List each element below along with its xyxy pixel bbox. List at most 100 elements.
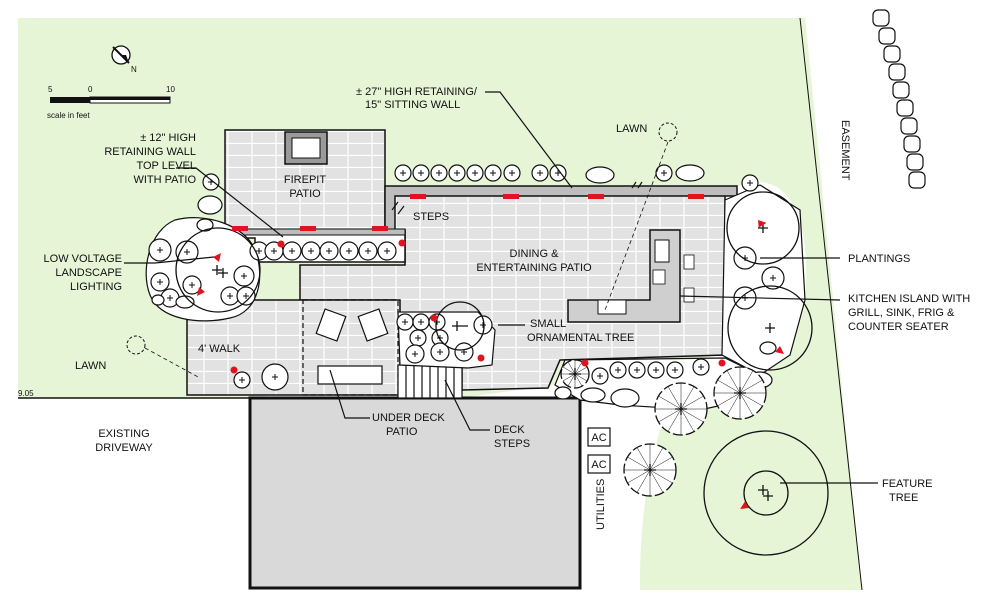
lawn-tree-marker-top <box>658 122 678 142</box>
shrub-center <box>597 373 603 379</box>
boulder <box>151 294 165 306</box>
shrub <box>412 164 430 182</box>
shrub <box>733 246 757 270</box>
shrub-center <box>415 335 421 341</box>
shrub <box>454 342 474 362</box>
tree-branches <box>624 444 676 496</box>
label-retaining-12-line1: ± 12" HIGH <box>140 132 196 144</box>
counter-seat-3 <box>652 269 666 285</box>
stepping-stone <box>878 27 896 45</box>
counter-seat-2 <box>683 287 695 303</box>
label-ac-2: AC <box>591 459 606 471</box>
shrub-center <box>509 170 515 176</box>
shrub-center <box>770 275 776 281</box>
label-plantings: PLANTINGS <box>848 253 910 265</box>
shrub-center <box>661 170 667 176</box>
boulder <box>554 386 572 400</box>
shrub-center <box>241 273 247 279</box>
ac-unit-1 <box>587 427 611 447</box>
path-light <box>398 239 406 247</box>
shrub <box>466 164 484 182</box>
tree-east-2 <box>727 285 813 371</box>
path-light <box>581 359 589 367</box>
shrub <box>655 164 673 182</box>
label-feature-line2: TREE <box>889 492 918 504</box>
label-firepit-line2: PATIO <box>289 188 321 200</box>
shrub <box>377 241 397 261</box>
wall-light <box>372 226 388 231</box>
tree-trunk <box>734 387 746 399</box>
deciduous-tree <box>623 443 677 497</box>
shrub <box>741 174 759 192</box>
shrub <box>339 241 359 261</box>
label-retaining-12-line3: TOP LEVEL <box>136 160 196 172</box>
label-steps: STEPS <box>413 211 449 223</box>
grill <box>597 299 627 315</box>
path-light <box>230 366 238 374</box>
feature-tree <box>703 430 829 556</box>
wall-light <box>300 226 316 231</box>
shrub-center <box>555 170 561 176</box>
shrub-center <box>454 170 460 176</box>
stepping-stone <box>892 81 910 99</box>
wall-light <box>232 226 248 231</box>
deciduous-tree <box>654 382 708 436</box>
shrub-center <box>157 279 163 285</box>
scale-bar: 5 0 10 scale in feet <box>47 85 175 120</box>
shrub-center <box>157 247 163 253</box>
lawn-tree-marker-left <box>126 335 146 355</box>
shrub-center <box>243 293 249 299</box>
label-utilities: UTILITIES <box>595 479 607 530</box>
label-walk: 4' WALK <box>198 343 241 355</box>
label-lighting-line1: LOW VOLTAGE <box>44 253 122 265</box>
path-light <box>718 359 726 367</box>
shrub <box>358 241 378 261</box>
stepping-stone <box>900 117 918 135</box>
up-light <box>197 287 205 296</box>
label-lighting-line2: LANDSCAPE <box>55 267 122 279</box>
label-kitchen-line3: COUNTER SEATER <box>848 321 949 333</box>
shrub-center <box>472 170 478 176</box>
shrub <box>220 286 240 306</box>
patio-steps <box>391 181 643 215</box>
spiky-trees <box>560 359 767 497</box>
shrub-center <box>167 295 173 301</box>
shrub <box>666 361 684 379</box>
shrub-center <box>615 367 621 373</box>
shrub-center <box>384 248 390 254</box>
stepping-stone <box>896 99 914 117</box>
boulder <box>610 388 640 408</box>
path-light <box>477 354 485 362</box>
shrub-center <box>537 170 543 176</box>
sightline-left <box>144 347 201 379</box>
lawn-area-east <box>640 18 862 590</box>
up-light <box>213 253 221 262</box>
up-light <box>758 220 767 228</box>
label-dining-line2: ENTERTAINING PATIO <box>476 262 592 274</box>
boulder <box>759 341 777 355</box>
shrub <box>430 164 448 182</box>
shrub <box>394 164 412 182</box>
stepping-stone <box>906 153 924 171</box>
shrub <box>202 173 220 191</box>
label-retaining-12-line4: WITH PATIO <box>133 174 196 186</box>
shrub-center <box>412 351 418 357</box>
shrub <box>591 367 609 385</box>
deck-outline <box>302 299 399 396</box>
house-footprint <box>248 396 582 590</box>
shrub-center <box>365 248 371 254</box>
shrub-center <box>418 170 424 176</box>
label-ornamental-line2: ORNAMENTAL TREE <box>527 332 634 344</box>
shrub <box>405 344 425 364</box>
tree-branches <box>561 360 589 388</box>
shrub <box>503 164 521 182</box>
label-under-deck-line2: PATIO <box>386 426 418 438</box>
up-light <box>740 501 749 510</box>
deck-chair-1 <box>315 308 347 342</box>
label-retaining-12-line2: RETAINING WALL <box>104 146 196 158</box>
shrub-center <box>480 322 486 328</box>
firepit-inner <box>291 137 321 159</box>
sightline <box>604 141 669 311</box>
shrub-center <box>256 248 262 254</box>
shrub <box>148 238 172 262</box>
